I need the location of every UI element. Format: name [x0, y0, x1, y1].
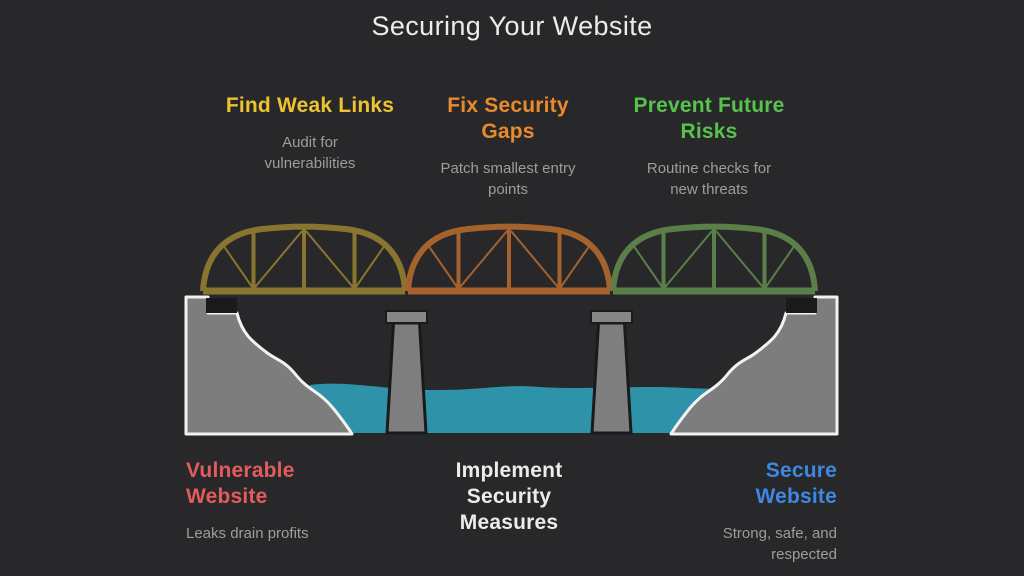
- step-subtext: Audit for vulnerabilities: [264, 134, 356, 173]
- state-heading: Vulnerable Website: [186, 459, 295, 509]
- secure-truss: [613, 227, 815, 291]
- bridge-illustration: [184, 218, 839, 436]
- river-water: [310, 383, 718, 433]
- state-heading: Secure Website: [755, 459, 837, 509]
- step-heading: Fix Security Gaps: [447, 94, 569, 144]
- state-subtext: Leaks drain profits: [186, 525, 309, 543]
- step-subtext: Patch smallest entry points: [440, 160, 576, 199]
- state-heading: Implement Security Measures: [455, 459, 563, 535]
- right-bank: [669, 295, 839, 436]
- top-step-fix-security-gaps: Fix Security Gaps Patch smallest entry p…: [398, 93, 618, 201]
- bridge-pillar: [590, 310, 633, 435]
- bridge-pillar: [385, 310, 428, 435]
- page-title: Securing Your Website: [371, 11, 653, 41]
- bottom-label-vulnerable-website: Vulnerable Website Leaks drain profits: [186, 458, 406, 544]
- vulnerable-truss: [203, 227, 405, 291]
- top-step-prevent-future-risks: Prevent Future Risks Routine checks for …: [594, 93, 824, 201]
- left-bank: [184, 295, 354, 436]
- step-subtext: Routine checks for new threats: [646, 160, 772, 199]
- bottom-label-secure-website: Secure Website Strong, safe, and respect…: [617, 458, 837, 566]
- bridge-shadow-left: [206, 298, 237, 313]
- bridge-shadow-right: [786, 298, 817, 313]
- bottom-label-implement-security-measures: Implement Security Measures: [399, 458, 619, 536]
- step-heading: Prevent Future Risks: [633, 94, 785, 144]
- implement-truss: [408, 227, 610, 291]
- step-heading: Find Weak Links: [225, 94, 395, 117]
- state-subtext: Strong, safe, and respected: [722, 525, 837, 564]
- top-step-find-weak-links: Find Weak Links Audit for vulnerabilitie…: [195, 93, 425, 175]
